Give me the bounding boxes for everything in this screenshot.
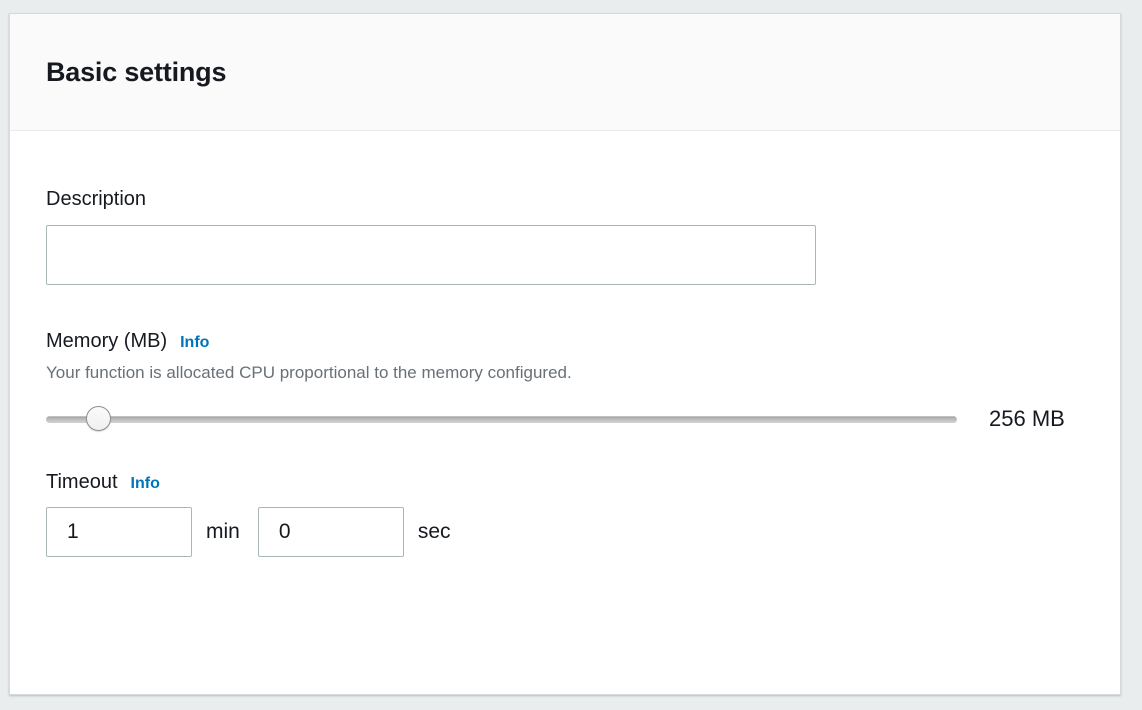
memory-info-link[interactable]: Info	[180, 334, 210, 351]
timeout-seconds-unit: sec	[417, 520, 451, 544]
timeout-minutes-input[interactable]	[46, 507, 192, 558]
slider-track[interactable]	[46, 416, 957, 424]
memory-value-label: 256 MB	[989, 406, 1065, 432]
timeout-label-row: Timeout Info	[46, 470, 1084, 495]
page-title: Basic settings	[46, 56, 227, 87]
memory-label: Memory (MB)	[46, 330, 168, 352]
description-input[interactable]	[46, 225, 816, 285]
timeout-seconds-input[interactable]	[257, 507, 404, 558]
memory-slider[interactable]	[46, 406, 957, 432]
panel-body: Description Memory (MB) Info Your functi…	[10, 131, 1120, 558]
timeout-label: Timeout	[46, 471, 118, 494]
description-label-row: Description	[46, 187, 1084, 212]
timeout-field-group: Timeout Info min sec	[46, 470, 1084, 558]
description-label: Description	[46, 188, 147, 210]
panel-header: Basic settings	[10, 14, 1120, 131]
memory-slider-row: 256 MB	[46, 406, 1084, 432]
timeout-minutes-unit: min	[206, 520, 240, 544]
description-field-group: Description	[46, 187, 1084, 285]
basic-settings-panel: Basic settings Description Memory (MB) I…	[9, 13, 1121, 695]
memory-field-group: Memory (MB) Info Your function is alloca…	[46, 329, 1084, 432]
slider-thumb[interactable]	[85, 406, 111, 432]
memory-label-row: Memory (MB) Info	[46, 329, 1084, 354]
memory-hint-text: Your function is allocated CPU proportio…	[46, 363, 572, 382]
timeout-info-link[interactable]: Info	[130, 475, 160, 493]
timeout-inputs-row: min sec	[46, 507, 1084, 558]
